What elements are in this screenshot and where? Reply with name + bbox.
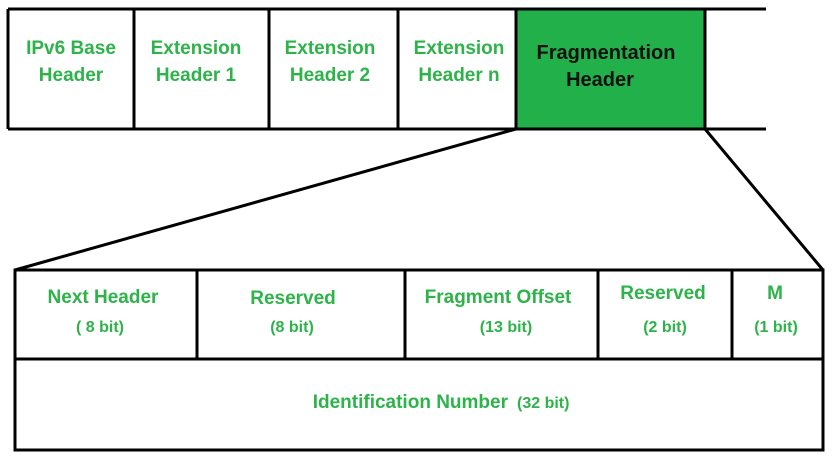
field-next-header-size: ( 8 bit) (76, 319, 124, 336)
field-fragment-offset-name: Fragment Offset (425, 287, 572, 308)
cell-frag-line1: Fragmentation (537, 42, 676, 64)
cell-ext2-line1: Extension (285, 38, 376, 59)
field-identification-size: (32 bit) (517, 395, 569, 412)
field-reserved-8-size: (8 bit) (270, 319, 314, 336)
cell-ext1-line2: Header 1 (156, 65, 237, 86)
cell-ipv6-base-line2: Header (39, 65, 104, 86)
cell-ext1-line1: Extension (151, 38, 242, 59)
expansion-line-right (703, 128, 825, 271)
field-m-name: M (767, 283, 783, 304)
expansion-line-left (14, 127, 517, 272)
cell-extn-line1: Extension (414, 38, 505, 59)
field-reserved-2-size: (2 bit) (643, 319, 687, 336)
cell-frag-line2: Header (566, 69, 634, 91)
field-fragment-offset-size: (13 bit) (480, 319, 532, 336)
cell-extn-line2: Header n (418, 65, 499, 86)
field-reserved-2-name: Reserved (620, 283, 706, 304)
field-identification-name: Identification Number (313, 392, 509, 413)
fragmentation-header-cell (514, 7, 707, 131)
field-next-header-name: Next Header (48, 287, 159, 308)
field-m-size: (1 bit) (754, 319, 798, 336)
field-reserved-8-name: Reserved (250, 288, 336, 309)
cell-ext2-line2: Header 2 (290, 65, 370, 86)
cell-ipv6-base-line1: IPv6 Base (26, 38, 116, 59)
